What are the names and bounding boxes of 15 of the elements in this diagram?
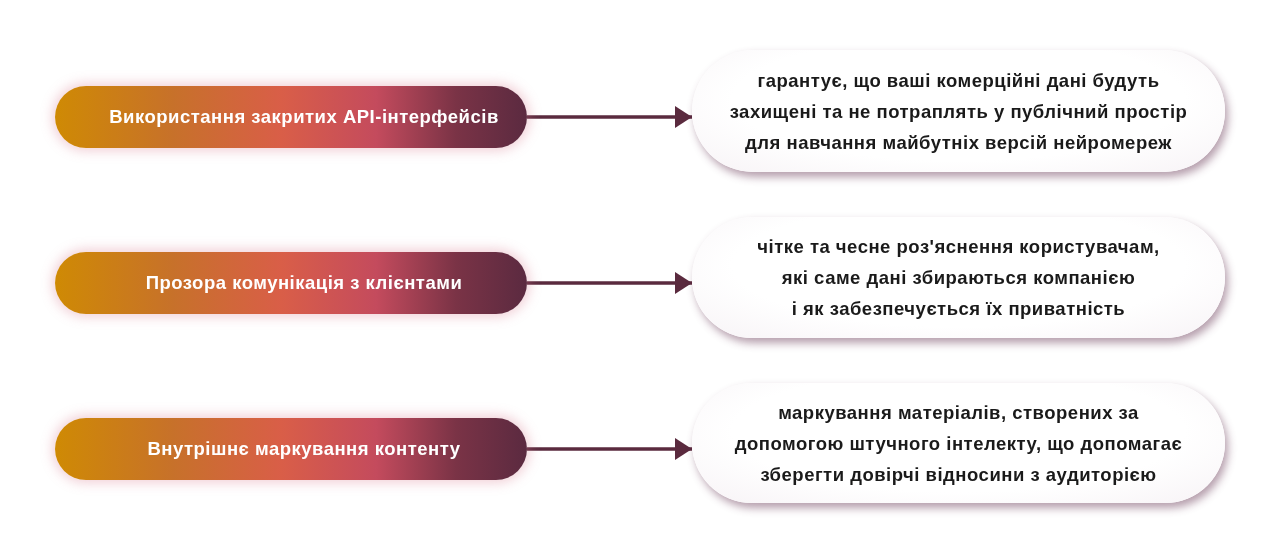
pill-label: Прозора комунікація з клієнтами — [145, 272, 463, 294]
gradient-pill — [55, 418, 527, 480]
arrow — [527, 108, 692, 126]
rounded-text-box — [692, 383, 1225, 503]
arrow — [527, 274, 692, 292]
rounded-text-box — [692, 50, 1225, 172]
pill-label: Використання закритих API-інтерфейсів — [109, 106, 499, 128]
box-text: гарантує, що ваші комерційні дані будуть захищені та не потраплять у публічний простір для навчання майбутніх версій нейромереж — [729, 68, 1188, 155]
rounded-text-box — [692, 217, 1225, 338]
gradient-pill — [55, 252, 527, 314]
pill-label: Внутрішнє маркування контенту — [147, 438, 461, 460]
box-text: маркування матеріалів, створених за допомогою штучного інтелекту, що допомагає зберегти довірчі відносини з аудиторією — [734, 400, 1183, 487]
arrow — [527, 440, 692, 458]
box-text: чітке та чесне роз'яснення користувачам, які саме дані збираються компанією і як забезпечується їх приватність — [757, 235, 1160, 321]
gradient-pill — [55, 86, 527, 148]
